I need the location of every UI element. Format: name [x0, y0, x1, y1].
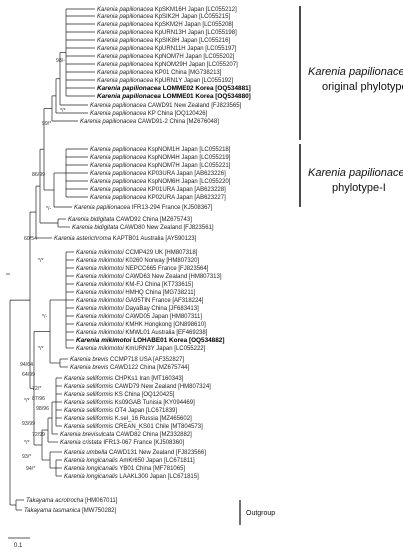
- tip-label: Karenia papilionacea CAWD91-2 China [MZ6…: [80, 119, 219, 125]
- tip-label: Karenia papilionacea KspNOM6H Japan [LC0…: [90, 179, 231, 185]
- tip-label: Karenia mikimotoi CCMP429 UK [HM807318]: [76, 250, 198, 256]
- tip-label: Karenia papilionacea KpSKM2H Japan [LC05…: [97, 22, 234, 28]
- tree-branches: [6, 8, 95, 511]
- tip-label: Karenia mikimotoi KMWL01 Australia [EF46…: [76, 330, 208, 336]
- support-value: 72/*: [32, 386, 41, 392]
- tip-label: Karenia cristata IFR13-067 France [KJ508…: [60, 440, 184, 446]
- tip-label: Karenia papilionacea KpURN1Y Japan [LC05…: [97, 78, 233, 84]
- tip-label: Karenia selliformis CREAN_KS01 Chile [MT…: [64, 424, 203, 430]
- tip-label: Karenia umbella CAWD131 New Zealand [FJ8…: [64, 450, 206, 456]
- clade-label-original-species: Karenia papilionacea: [308, 66, 403, 78]
- tip-label: Karenia mikimotoi NEPCC665 France [FJ823…: [76, 266, 209, 272]
- support-value: 60/54: [24, 236, 37, 242]
- tip-label: Karenia mikimotoi HMHQ China [MG738211]: [76, 290, 196, 296]
- support-value: 98/-: [56, 58, 65, 64]
- tip-label: Takayama tasmanica [MW750282]: [24, 508, 116, 514]
- tip-label: Karenia selliformis OT4 Japan [LC671839]: [64, 408, 177, 414]
- tip-label: Karenia papilionacea CAWD91 New Zealand …: [90, 103, 242, 109]
- tip-label: Karenia papilionacea KpNOM29H Japan [LC0…: [97, 62, 238, 68]
- tip-label: Karenia papilionacea KP01 China [MG73821…: [97, 70, 222, 76]
- tip-label: Karenia mikimotoi K0260 Norway [HM807320…: [76, 258, 199, 264]
- tip-label: Karenia mikimotoi LOHABE01 Korea [OQ5348…: [76, 337, 224, 344]
- tip-label: Karenia papilionacea KspNOM7H Japan [LC0…: [90, 163, 231, 169]
- clade-label-phylotype-i: phylotype-I: [332, 182, 386, 194]
- tip-label: Karenia papilionacea KpURN13H Japan [LC0…: [97, 30, 237, 36]
- tip-label: Karenia papilionacea KpSKM16H Japan [LC0…: [97, 7, 237, 13]
- tip-label: Karenia selliformis Ks09GAB Tunisia [KY0…: [64, 400, 195, 406]
- tip-label: Karenia selliformis CHPKs1 Iran [MT16034…: [64, 376, 184, 382]
- tip-label: Karenia papilionacea KspNOM1H Japan [LC0…: [90, 147, 231, 153]
- tip-label: Takayama acrotrocha [HM067011]: [26, 498, 118, 504]
- tip-label: Karenia brevis CAWD122 China [MZ675744]: [70, 365, 190, 371]
- support-values: 98/- */* 99/* 86/99 */- 60/54 */* */- */* 94/64 64…: [20, 58, 65, 472]
- tip-label: Karenia papilionacea KP03URA Japan [AB62…: [90, 171, 226, 177]
- support-value: */-: [46, 206, 51, 212]
- clade-label-original-phylotype: original phylotype: [322, 81, 403, 93]
- support-value: 72/99: [32, 432, 45, 438]
- tip-label: Karenia mikimotoi KmURN3Y Japan [LC05522…: [76, 346, 206, 352]
- tip-label: Karenia papilionacea KpSIK8H Japan [LC05…: [97, 38, 230, 44]
- tip-label: Karenia papilionacea KpURN11H Japan [LC0…: [97, 46, 237, 52]
- scale-bar-label: 0.1: [14, 543, 23, 549]
- tip-label: Karenia papilionacea KspNOM4H Japan [LC0…: [90, 155, 231, 161]
- tip-label: Karenia papilionacea IFR13-294 France [K…: [74, 205, 213, 211]
- tip-label: Karenia brevis CCMP718 USA [AF352827]: [70, 357, 184, 363]
- tip-label: Karenia papilionacea LOMME02 Korea [OQ53…: [97, 85, 251, 92]
- support-value: */*: [24, 398, 29, 404]
- tip-label: Karenia bidigitata CAWD80 New Zealand [F…: [72, 225, 214, 231]
- tip-label: Karenia papilionacea KP China [OQ120426]: [90, 111, 208, 117]
- tip-label: Karenia papilionacea KP01URA Japan [AB62…: [90, 187, 226, 193]
- support-value: 93/99: [22, 421, 35, 427]
- tip-label: Karenia longicanalis AmKr650 Japan [LC67…: [64, 458, 195, 464]
- support-value: */-: [42, 314, 47, 320]
- tip-labels: Karenia papilionacea KpSKM16H Japan [LC0…: [24, 7, 251, 514]
- tip-label: Karenia bidigitata CAWD92 China [MZ67574…: [68, 217, 192, 223]
- tip-label: Karenia papilionacea KpNOM7H Japan [LC05…: [97, 54, 235, 60]
- tip-label: Karenia papilionacea LOMME01 Korea [OQ53…: [97, 93, 251, 100]
- support-value: */*: [38, 258, 43, 264]
- tip-label: Karenia mikimotoi DayaBay China [JF68341…: [76, 306, 199, 312]
- clade-label-phylotype-i-species: Karenia papilionacea: [308, 167, 403, 179]
- support-value: 99/*: [42, 121, 51, 127]
- support-value: 64/99: [22, 372, 35, 378]
- support-value: 93/*: [22, 454, 31, 460]
- tip-label: Karenia longicanalis LAAKL300 Japan [LC6…: [64, 474, 199, 480]
- tip-label: Karenia mikimotoi GA95TIN France [AF3182…: [76, 298, 204, 304]
- support-value: 94/64: [20, 362, 33, 368]
- tip-label: Karenia selliformis CAWD79 New Zealand […: [64, 384, 211, 390]
- support-value: 98/96: [36, 406, 49, 412]
- support-value: */*: [38, 346, 43, 352]
- tip-label: Karenia longicanalis YB01 China [MF78106…: [64, 466, 185, 472]
- tip-label: Karenia selliformis K.sel_16 Russia [MZ4…: [64, 416, 192, 422]
- tip-label: Karenia selliformis KS China [OQ120425]: [64, 392, 175, 398]
- support-value: 94/*: [26, 466, 35, 472]
- tip-label: Karenia papilionacea KpSIK2H Japan [LC05…: [97, 14, 230, 20]
- clade-label-outgroup: Outgroup: [246, 510, 275, 517]
- support-value: */*: [60, 108, 65, 114]
- tip-label: Karenia asterichroma KAPTB01 Australia […: [54, 236, 197, 242]
- tip-label: Karenia papilionacea KP02URA Japan [AB62…: [90, 195, 226, 201]
- support-value: */*: [24, 440, 29, 446]
- support-value: 86/99: [32, 172, 45, 178]
- tip-label: Karenia mikimotoi CAWD63 New Zealand [HM…: [76, 274, 222, 280]
- tip-label: Karenia mikimotoi KMHK Hongkong [ON89861…: [76, 322, 206, 328]
- tip-label: Karenia mikimotoi CAWD05 Japan [HM807311…: [76, 314, 202, 320]
- support-value: 87/96: [32, 396, 45, 402]
- tip-label: Karenia mikimotoi KM-FJ China [KT733615]: [76, 282, 193, 288]
- tip-label: Karenia brevisulcata CAWD82 China [MZ332…: [60, 432, 192, 438]
